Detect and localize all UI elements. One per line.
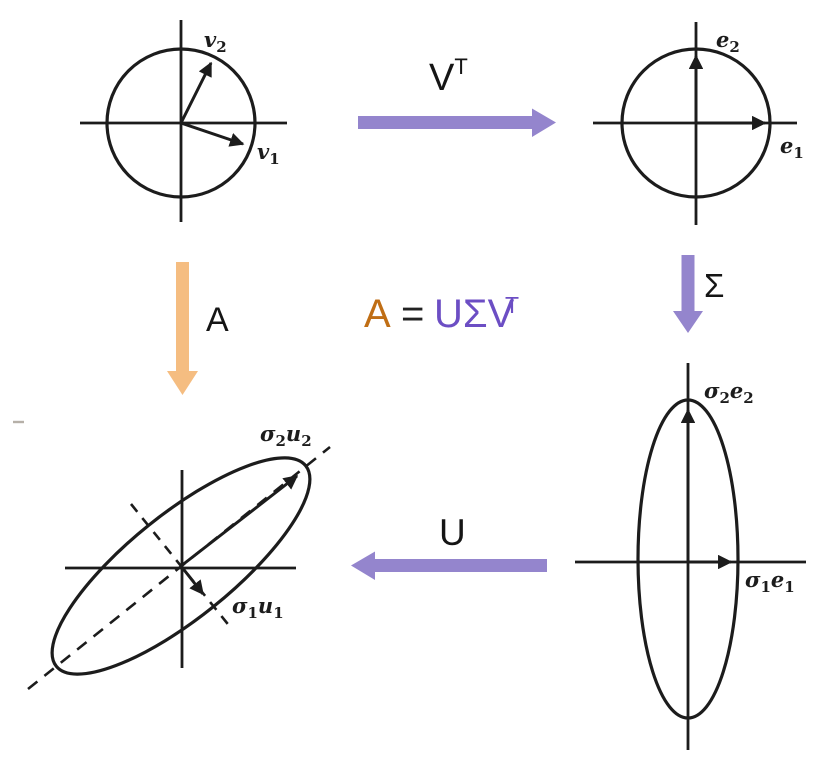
vector-sigma1-u1 <box>179 565 205 596</box>
map-arrow-sigma: Σ <box>673 255 724 333</box>
label-v2: v2 <box>204 27 227 56</box>
u-arrow-shape <box>351 551 547 580</box>
a-arrow-shape <box>167 262 198 395</box>
u-arrow-label: U <box>439 512 466 553</box>
vector-v1 <box>180 121 245 147</box>
vt-arrow-shape <box>358 108 556 137</box>
formula-lhs: A <box>364 292 391 336</box>
vt-arrow-label: VT <box>429 54 468 99</box>
unit-circle-v <box>105 47 257 199</box>
label-sigma1-u1: σ1u1 <box>232 593 284 622</box>
panel-rotated-ellipse: σ2u2 σ1u1 <box>13 420 331 691</box>
rotated-ellipse <box>50 456 312 676</box>
scaled-ellipse <box>636 398 740 720</box>
a-arrow-label: A <box>206 301 229 339</box>
label-sigma2-u2: σ2u2 <box>260 421 312 450</box>
panel-unit-circle-e: e2 e1 <box>593 22 804 225</box>
panel-unit-circle-v: v2 v1 <box>80 20 287 222</box>
formula-equals: = <box>401 292 424 336</box>
map-arrow-a: A <box>167 262 229 395</box>
vector-v2 <box>179 61 213 124</box>
label-e1: e1 <box>780 133 804 162</box>
major-axis-dashed-line <box>27 445 331 691</box>
label-sigma1-e1: σ1e1 <box>745 567 795 596</box>
formula-transpose-sup: T <box>505 292 519 318</box>
svd-formula: A = UΣV T <box>364 292 519 336</box>
label-sigma2-e2: σ2e2 <box>704 378 754 407</box>
map-arrow-vt: VT <box>358 54 556 137</box>
vector-sigma2-u2 <box>180 474 299 568</box>
map-arrow-u: U <box>351 512 547 580</box>
sigma-arrow-label: Σ <box>704 267 724 304</box>
formula-rhs: UΣV <box>434 292 515 336</box>
label-v1: v1 <box>257 139 280 168</box>
unit-circle-e <box>620 47 772 199</box>
sigma-arrow-shape <box>673 255 703 333</box>
panel-scaled-ellipse: σ2e2 σ1e1 <box>575 363 806 750</box>
label-e2: e2 <box>716 27 740 56</box>
